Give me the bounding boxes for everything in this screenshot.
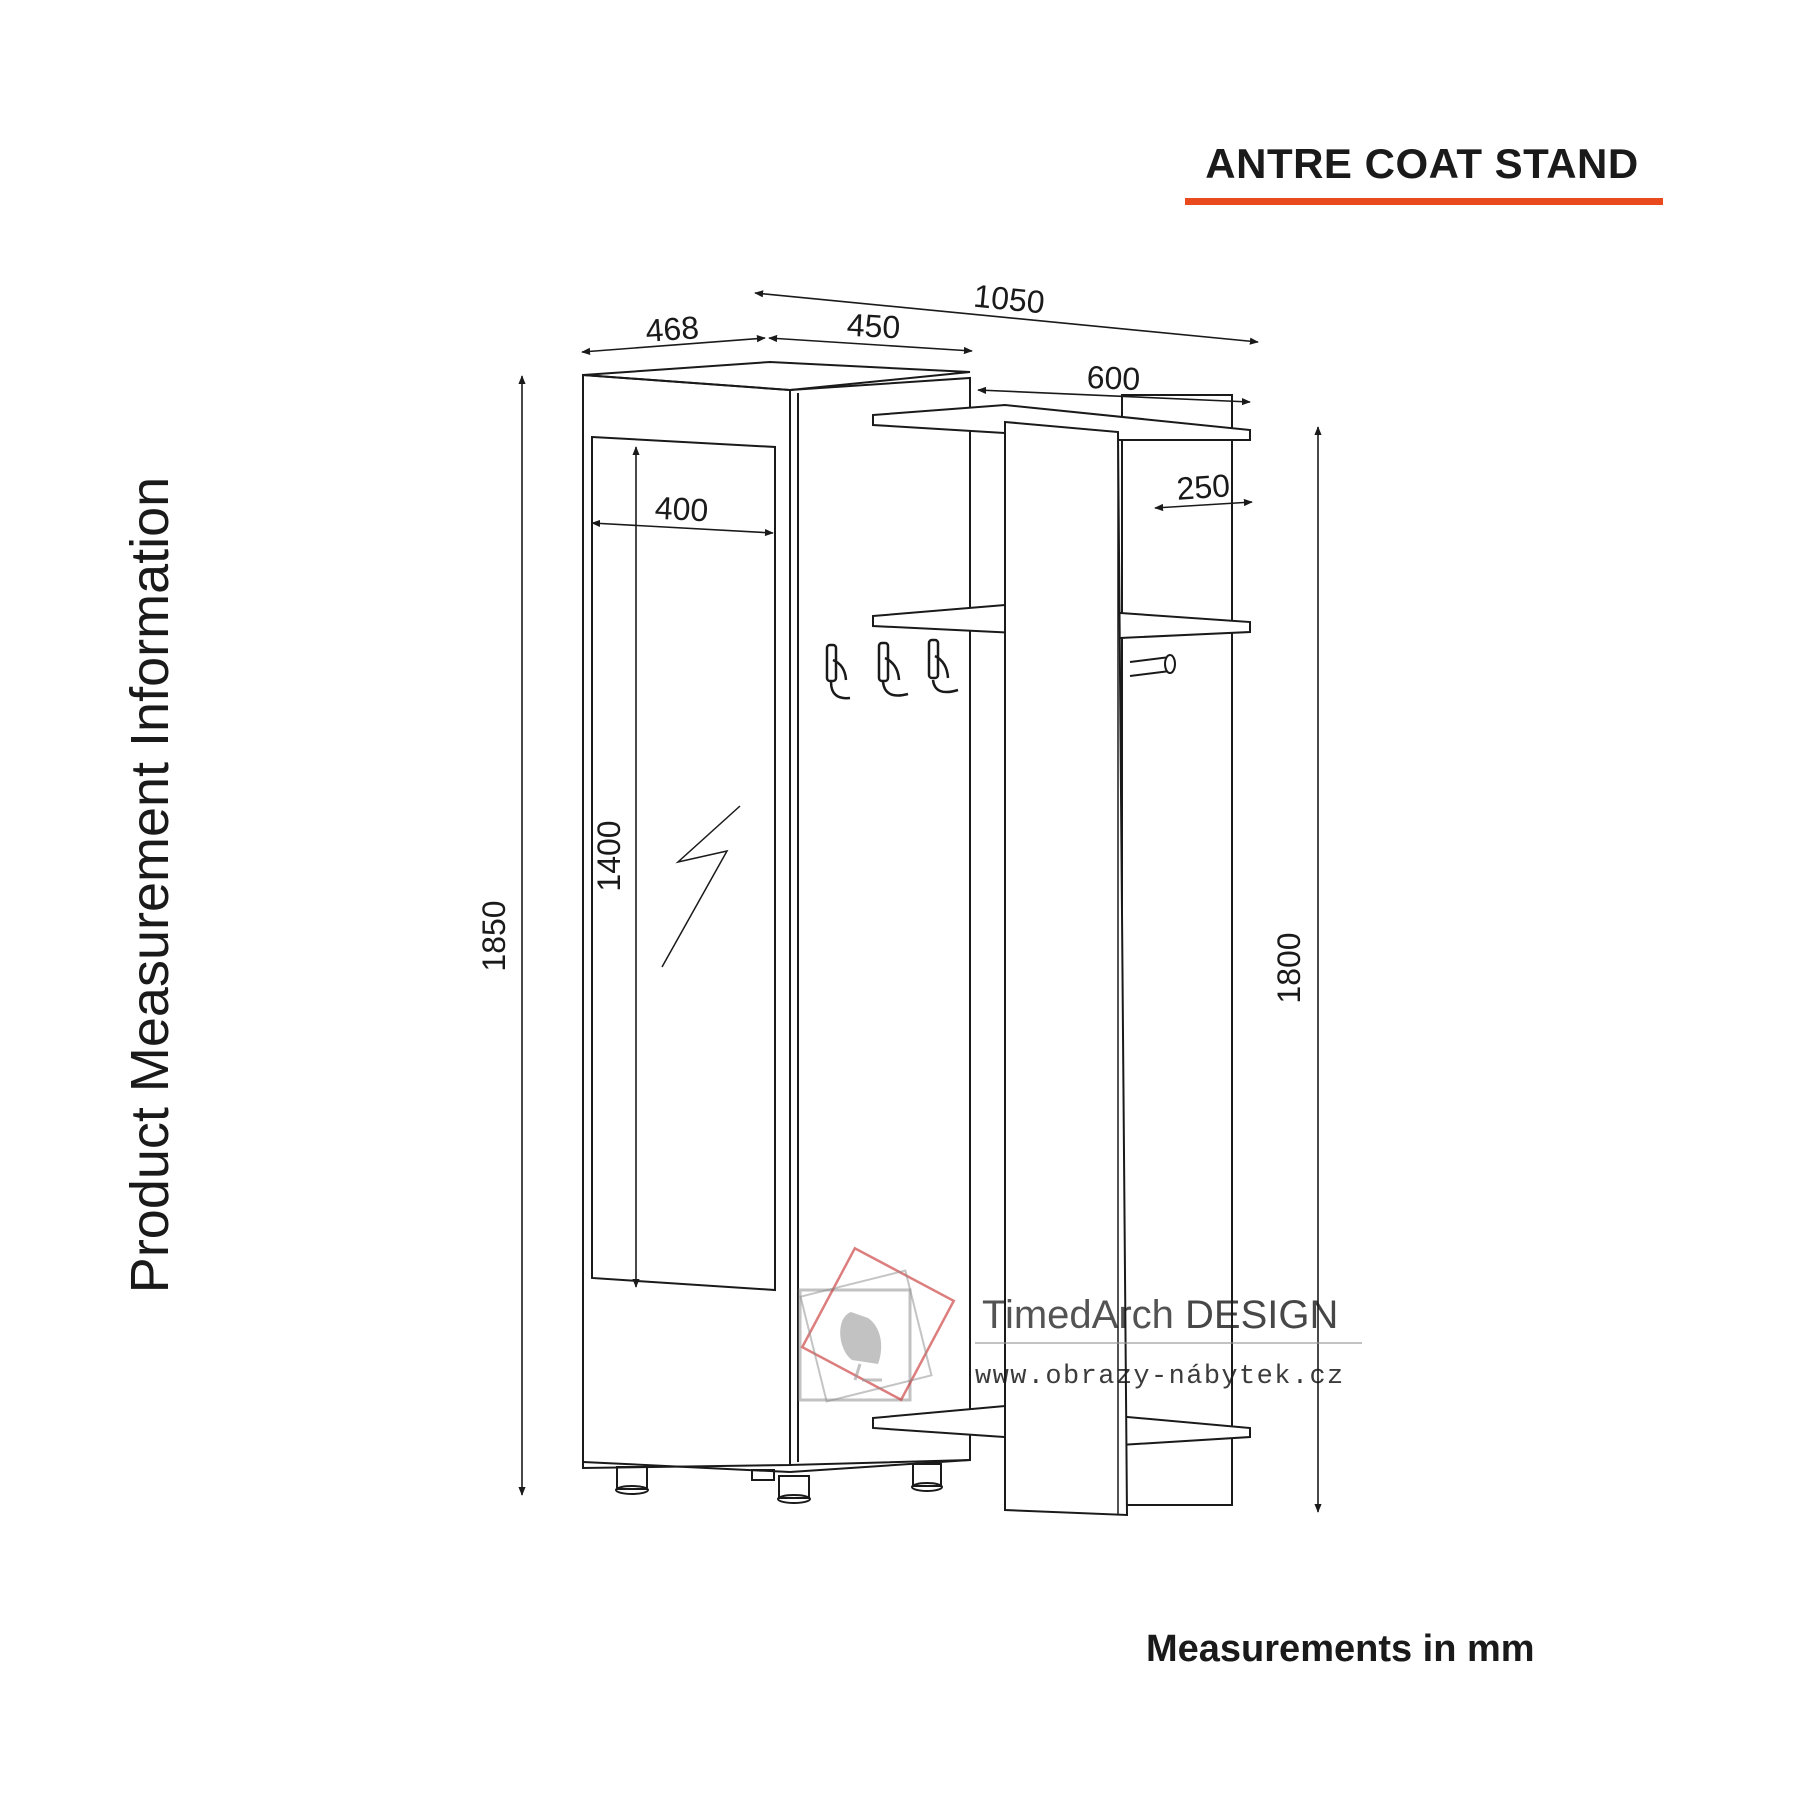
hanging-rail <box>1129 654 1176 677</box>
dim-rack-height: 1800 <box>1271 932 1307 1003</box>
dim-cabinet-width: 450 <box>846 307 901 346</box>
dim-total-height: 1850 <box>476 900 512 971</box>
cabinet-front-panel <box>582 373 791 1470</box>
hook-2 <box>877 641 909 697</box>
dim-shelf-width: 600 <box>1086 359 1141 397</box>
dim-mirror-width: 400 <box>654 490 709 529</box>
coat-hooks <box>825 638 959 700</box>
dim-line-cabinet-width <box>768 334 973 355</box>
title-underline <box>1185 198 1663 205</box>
rack-back-upright <box>1121 394 1233 1506</box>
cabinet-top <box>582 360 971 392</box>
dimension-labels: 1050 468 450 600 250 400 1400 1850 1800 <box>476 278 1307 1004</box>
open-rack <box>872 394 1251 1517</box>
dimension-lines <box>518 290 1322 1513</box>
dim-cabinet-depth: 468 <box>644 309 700 349</box>
mirror <box>591 435 776 1292</box>
rack-front-upright <box>1004 420 1129 1517</box>
dim-line-total-width <box>754 290 1259 345</box>
watermark-url: www.obrazy-nábytek.cz <box>975 1362 1345 1392</box>
hook-1 <box>825 643 851 700</box>
dim-line-shelf-depth <box>1154 498 1253 512</box>
units-note: Measurements in mm <box>1146 1628 1535 1670</box>
watermark-logo <box>798 1246 956 1403</box>
watermark-brand-left: TimedArch <box>982 1293 1174 1337</box>
watermark-brand-right: DESIGN <box>1185 1293 1338 1337</box>
cabinet-feet <box>615 1463 943 1504</box>
dim-mirror-height: 1400 <box>591 820 627 891</box>
hook-3 <box>927 638 959 694</box>
watermark: TimedArch DESIGN www.obrazy-nábytek.cz <box>798 1246 1362 1403</box>
dim-line-mirror-width <box>591 519 774 537</box>
product-title: ANTRE COAT STAND <box>1205 140 1639 187</box>
dim-total-width: 1050 <box>972 278 1046 321</box>
mirror-reflection-mark <box>661 805 741 968</box>
dim-line-cabinet-depth <box>581 335 766 355</box>
cabinet-side-panel <box>789 376 971 1467</box>
dim-shelf-depth: 250 <box>1175 467 1231 507</box>
cabinet <box>582 360 971 1504</box>
egg-chair-icon <box>840 1312 882 1364</box>
dim-line-shelf-width <box>977 386 1251 406</box>
